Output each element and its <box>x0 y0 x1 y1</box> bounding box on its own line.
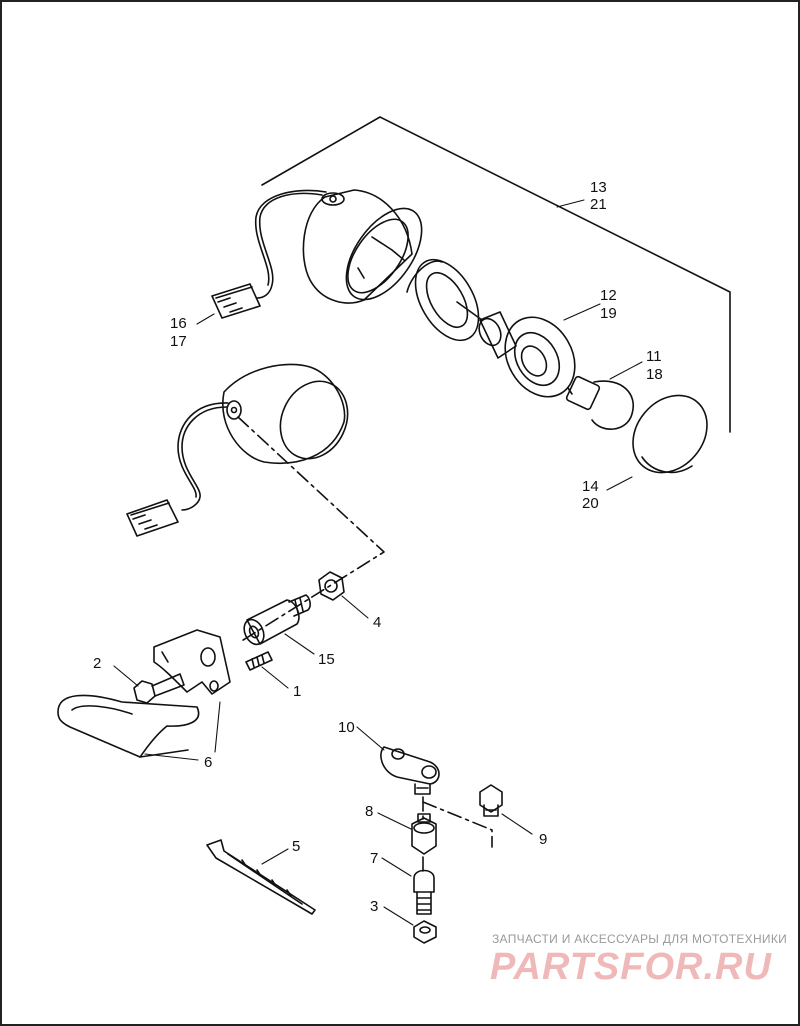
callout-12: 12 <box>600 287 617 304</box>
callout-5: 5 <box>292 838 300 855</box>
clamp-strap <box>57 694 200 758</box>
watermark-caption: ЗАПЧАСТИ И АКСЕССУАРЫ ДЛЯ МОТОТЕХНИКИ <box>492 932 788 946</box>
lens-ring <box>504 316 576 398</box>
callout-1: 1 <box>293 683 301 700</box>
callout-21: 21 <box>590 196 607 213</box>
fitting-9 <box>479 784 503 817</box>
callout-16: 16 <box>170 315 187 332</box>
center-line-upper <box>237 416 385 643</box>
nut-3 <box>413 920 437 944</box>
callout-20: 20 <box>582 495 599 512</box>
mount-bracket-10 <box>380 746 440 795</box>
callout-15: 15 <box>318 651 335 668</box>
callout-2: 2 <box>93 655 101 672</box>
lens <box>632 394 708 474</box>
adapter-nut-8 <box>411 813 437 855</box>
callout-6: 6 <box>204 754 212 771</box>
nut-4 <box>318 571 345 601</box>
upper-turn-signal-housing <box>302 189 423 304</box>
clamp-body <box>153 629 231 695</box>
bulb <box>565 375 634 430</box>
callout-10: 10 <box>338 719 355 736</box>
lower-wire-harness <box>126 402 229 537</box>
leader-lines <box>113 199 643 926</box>
bolt-2 <box>133 673 185 704</box>
callout-14: 14 <box>582 478 599 495</box>
callout-labels: 13 21 12 19 11 18 16 17 14 20 4 15 2 1 6… <box>93 179 663 915</box>
callout-18: 18 <box>646 366 663 383</box>
bracket-lines <box>261 116 731 433</box>
spacer-15 <box>243 594 311 646</box>
watermark-logo: PARTSFOR.RU <box>490 946 772 988</box>
gasket-ring <box>406 258 480 342</box>
callout-13: 13 <box>590 179 607 196</box>
cable-tie-5 <box>206 839 316 915</box>
lower-turn-signal-assembled <box>222 363 349 464</box>
callout-3: 3 <box>370 898 378 915</box>
callout-17: 17 <box>170 333 187 350</box>
callout-11: 11 <box>646 348 662 365</box>
callout-8: 8 <box>365 803 373 820</box>
set-screw-1 <box>245 651 273 671</box>
upper-wire-harness <box>211 189 327 319</box>
callout-7: 7 <box>370 850 378 867</box>
center-line-lower <box>422 796 493 873</box>
callout-19: 19 <box>600 305 617 322</box>
callout-4: 4 <box>373 614 381 631</box>
stud-7 <box>413 869 435 915</box>
callout-9: 9 <box>539 831 547 848</box>
bulb-socket <box>456 301 517 359</box>
